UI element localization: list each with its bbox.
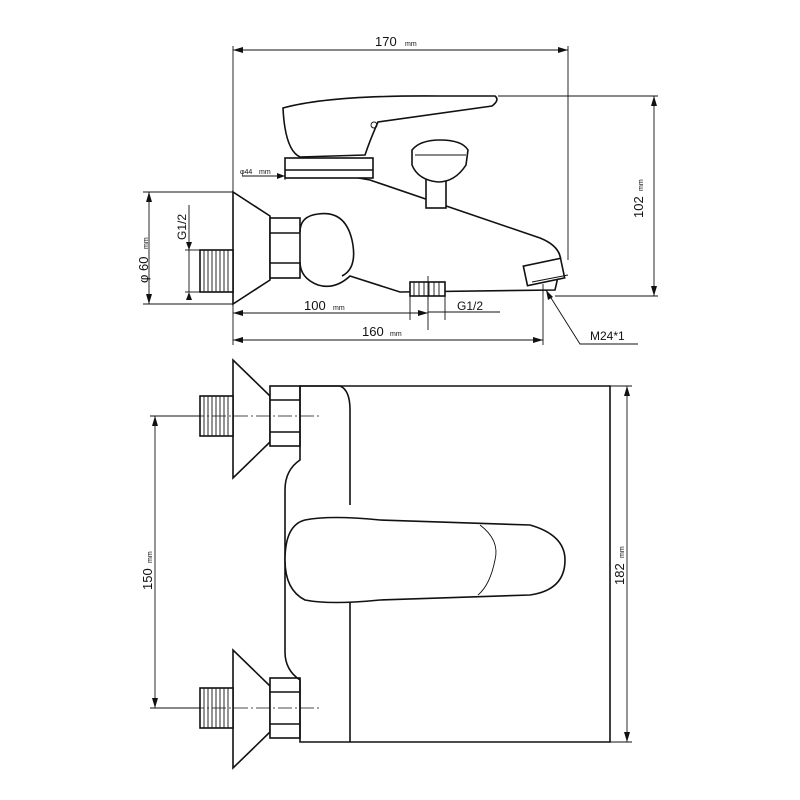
thread-outlet: G1/2 — [457, 299, 483, 313]
dim-160: 160 — [362, 324, 384, 339]
dim-phi44: φ44 — [240, 169, 252, 176]
dim-170: 170 — [375, 34, 397, 49]
dim-150-unit: mm — [147, 551, 154, 563]
dim-102: 102 — [631, 196, 646, 218]
thread-aerator: M24*1 — [590, 329, 625, 343]
dim-182: 182 — [612, 563, 627, 585]
dimension-labels: 170 mm φ44 mm 102 mm φ 60 mm G1/2 100 mm… — [136, 34, 646, 590]
front-view — [150, 358, 632, 770]
dim-100-unit: mm — [333, 305, 345, 312]
dim-150: 150 — [140, 568, 155, 590]
thread-inlet: G1/2 — [175, 214, 189, 240]
dim-182-unit: mm — [619, 546, 626, 558]
dim-102-unit: mm — [638, 179, 645, 191]
dim-phi60-unit: mm — [143, 237, 150, 249]
dim-phi60: φ 60 — [136, 256, 151, 283]
dim-phi44-unit: mm — [259, 169, 271, 176]
dim-100: 100 — [304, 298, 326, 313]
dim-160-unit: mm — [390, 331, 402, 338]
side-view — [143, 46, 658, 345]
dim-170-unit: mm — [405, 41, 417, 48]
